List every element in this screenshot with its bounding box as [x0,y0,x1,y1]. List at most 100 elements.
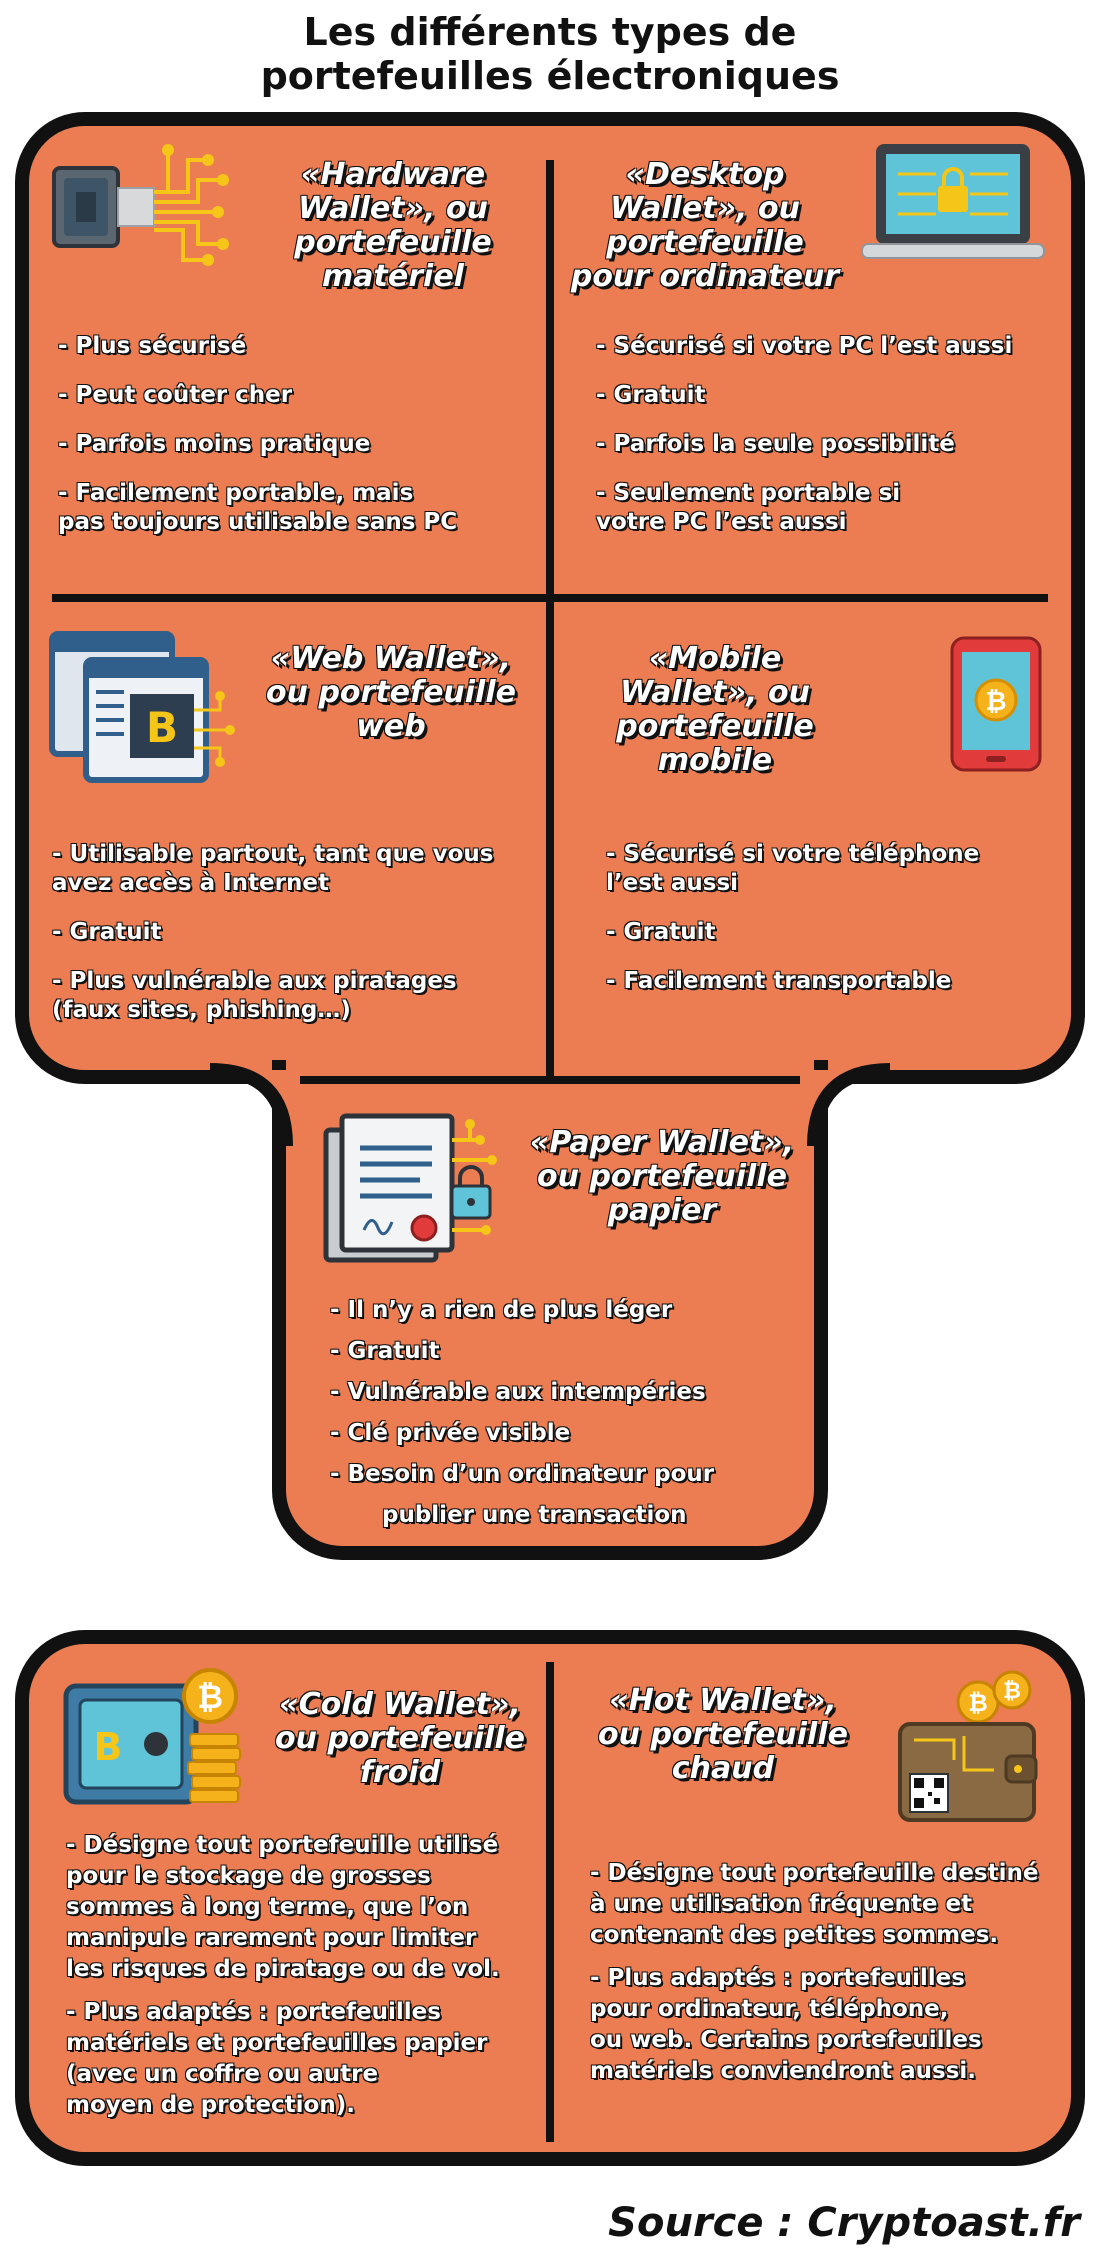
list-item: - Il n’y a rien de plus léger [330,1296,810,1325]
hardware-bullets: - Plus sécurisé - Peut coûter cher - Par… [58,332,538,557]
list-item: - Peut coûter cher [58,381,538,410]
list-item: - Utilisable partout, tant que vous avez … [52,840,542,898]
desktop-heading-line: «Desktop [625,157,785,192]
bullet-text: - Plus vulnérable aux piratages [52,968,457,994]
page-title-line-2: portefeuilles électroniques [260,54,840,98]
bullet-text: - Facilement portable, mais [58,480,414,506]
web-heading-line: web [356,709,426,744]
desktop-heading-line: portefeuille [606,225,804,260]
bullet-text: - Désigne tout portefeuille destiné [590,1860,1039,1886]
bullet-text: - Plus adaptés : portefeuilles [66,1999,441,2025]
smartphone-bitcoin-icon: ₿ [950,636,1042,772]
paper-bullets: - Il n’y a rien de plus léger - Gratuit … [330,1296,810,1542]
bullet-text: - Plus sécurisé [58,333,247,359]
hot-heading-line: chaud [671,1751,775,1786]
mobile-heading-line: portefeuille [616,709,814,744]
hot-heading: «Hot Wallet», ou portefeuille chaud [578,1684,868,1786]
list-item: - Gratuit [330,1337,810,1366]
list-item: - Parfois moins pratique [58,430,538,459]
list-item: - Gratuit [52,918,542,947]
bullet-text: - Plus adaptés : portefeuilles [590,1965,965,1991]
laptop-lock-icon [861,144,1045,259]
divider-horizontal-top [52,594,1048,602]
source-credit: Source : Cryptoast.fr [608,2200,1080,2246]
bullet-text: pour ordinateur, téléphone, [590,1996,949,2022]
bullet-text: - Il n’y a rien de plus léger [330,1297,673,1323]
divider-vertical-top [546,160,554,1078]
hardware-heading-line: Wallet», ou [298,191,488,226]
mobile-heading-line: «Mobile [648,641,782,676]
list-item: - Clé privée visible [330,1419,810,1448]
divider-vertical-bottom [546,1662,554,2142]
mobile-heading-line: mobile [657,743,773,778]
bullet-text: à une utilisation fréquente et [590,1891,973,1917]
bullet-text: votre PC l’est aussi [596,509,847,535]
bullet-text: - Besoin d’un ordinateur pour [330,1461,715,1487]
hardware-heading-line: portefeuille [294,225,492,260]
mobile-heading-line: Wallet», ou [620,675,810,710]
bullet-text: l’est aussi [606,870,739,896]
web-heading-line: «Web Wallet», [270,641,512,676]
list-item: - Facilement portable, mais pas toujours … [58,479,538,537]
bullet-text: - Parfois la seule possibilité [596,431,955,457]
bullet-text: - Parfois moins pratique [58,431,371,457]
bullet-text: - Vulnérable aux intempéries [330,1379,706,1405]
hardware-wallet-chip-icon [52,144,229,266]
paper-heading-line: papier [607,1193,717,1228]
desktop-heading: «Desktop Wallet», ou portefeuille pour o… [560,158,850,294]
cold-heading-line: ou portefeuille [275,1721,525,1756]
desktop-heading-line: Wallet», ou [610,191,800,226]
list-item: - Sécurisé si votre PC l’est aussi [596,332,1066,361]
bullet-text: - Gratuit [330,1338,440,1364]
list-item: - Plus vulnérable aux piratages (faux sit… [52,967,542,1025]
bullet-text: - Clé privée visible [330,1420,571,1446]
hot-heading-line: ou portefeuille [598,1717,848,1752]
svg-text:B: B [94,1725,123,1769]
list-item: - Plus sécurisé [58,332,538,361]
hardware-heading-line: matériel [322,259,464,294]
card-inner-corners [209,1063,891,1147]
list-item: - Plus adaptés : portefeuilles pour ordi… [590,1963,1060,2087]
list-item: - Gratuit [596,381,1066,410]
list-item: - Facilement transportable [606,967,1066,996]
hot-heading-line: «Hot Wallet», [609,1683,837,1718]
bullet-text: - Sécurisé si votre PC l’est aussi [596,333,1013,359]
svg-text:₿: ₿ [968,1689,988,1717]
list-item: - Vulnérable aux intempéries [330,1378,810,1407]
bullet-text: (avec un coffre ou autre [66,2061,379,2087]
hardware-heading-line: «Hardware [300,157,486,192]
list-item: - Désigne tout portefeuille utilisé pour… [66,1830,546,1985]
bullet-text: - Utilisable partout, tant que vous [52,841,494,867]
list-item: publier une transaction [330,1501,810,1530]
bullet-text: - Gratuit [606,919,716,945]
paper-heading-line: «Paper Wallet», [529,1125,795,1160]
bullet-text: contenant des petites sommes. [590,1922,999,1948]
bullet-text: moyen de protection). [66,2092,355,2118]
bullet-text: sommes à long terme, que l’on [66,1894,469,1920]
divider-horizontal-bottom [300,1076,800,1084]
bullet-text: publier une transaction [382,1502,687,1528]
bullet-text: - Gratuit [52,919,162,945]
cold-heading-line: froid [359,1755,441,1790]
bullet-text: avez accès à Internet [52,870,329,896]
bullet-text: pour le stockage de grosses [66,1863,431,1889]
cold-heading: «Cold Wallet», ou portefeuille froid [260,1688,540,1790]
list-item: - Gratuit [606,918,1066,947]
paper-document-lock-icon [323,1113,497,1263]
bullet-text: manipule rarement pour limiter [66,1925,477,1951]
bullet-text: ou web. Certains portefeuilles [590,2027,982,2053]
bullet-text: (faux sites, phishing…) [52,997,351,1023]
cold-bullets: - Désigne tout portefeuille utilisé pour… [66,1830,546,2133]
web-bullets: - Utilisable partout, tant que vous avez … [52,840,542,1045]
mobile-heading: «Mobile Wallet», ou portefeuille mobile [570,642,860,778]
browser-bitcoin-icon: B [49,631,235,783]
bullet-text: - Sécurisé si votre téléphone [606,841,980,867]
bullet-text: pas toujours utilisable sans PC [58,509,458,535]
web-heading-line: ou portefeuille [266,675,516,710]
bullet-text: les risques de piratage ou de vol. [66,1956,500,1982]
bullet-text: - Peut coûter cher [58,382,293,408]
list-item: - Sécurisé si votre téléphone l’est aussi [606,840,1066,898]
bullet-text: matériels et portefeuilles papier [66,2030,488,2056]
list-item: - Désigne tout portefeuille destiné à un… [590,1858,1060,1951]
desktop-bullets: - Sécurisé si votre PC l’est aussi - Gra… [596,332,1066,557]
